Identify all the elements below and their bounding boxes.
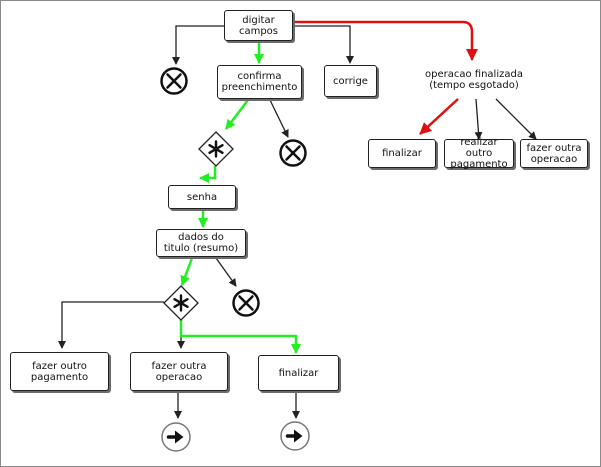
asterisk-diamond-icon[interactable] [162, 284, 200, 322]
cancel-icon[interactable] [231, 288, 261, 318]
edge-decision-to-finalizar [179, 320, 301, 354]
arrow-right-circle-icon[interactable] [160, 421, 192, 453]
node-finalizar-bottom[interactable]: finalizar [258, 355, 339, 391]
edge-digitar-to-operacao-finalizada [293, 20, 478, 61]
node-senha[interactable]: senha [168, 185, 236, 209]
node-operacao-finalizada[interactable]: operacao finalizada (tempo esgotado) [425, 69, 523, 91]
edge-confirma-to-decision [225, 99, 249, 130]
arrow-right-circle-icon[interactable] [279, 420, 311, 452]
cancel-icon[interactable] [278, 138, 308, 168]
edge-dados-to-decision [180, 257, 194, 286]
edge-dados-to-cancel [215, 257, 237, 287]
node-confirma-preenchimento[interactable]: confirma preenchimento [217, 65, 302, 99]
edge-operacao-to-realizar [474, 98, 483, 140]
node-finalizar-top[interactable]: finalizar [368, 139, 436, 168]
asterisk-diamond-icon[interactable] [197, 130, 235, 168]
node-fazer-outro-pagamento[interactable]: fazer outro pagamento [10, 352, 109, 391]
node-fazer-outra-operacao-top[interactable]: fazer outra operacao [520, 139, 588, 168]
node-dados-do-titulo[interactable]: dados do titulo (resumo) [156, 229, 246, 257]
node-fazer-outra-operacao-bottom[interactable]: fazer outra operacao [130, 352, 228, 391]
node-corrige[interactable]: corrige [324, 65, 377, 97]
edge-decision-to-fazer-outro-pagamento [58, 301, 164, 349]
edge-digitar-to-corrige [293, 25, 354, 64]
edge-digitar-to-cancel [172, 25, 224, 65]
node-digitar-campos[interactable]: digitar campos [224, 10, 293, 41]
edge-operacao-to-finalizar [419, 98, 459, 135]
node-realizar-outro-pagamento[interactable]: realizar outro pagamento [444, 137, 514, 170]
cancel-icon[interactable] [159, 66, 189, 96]
edge-decision-to-senha [199, 166, 217, 183]
edge-confirma-to-cancel [269, 99, 289, 138]
edge-operacao-to-fazer-outra [495, 98, 537, 140]
